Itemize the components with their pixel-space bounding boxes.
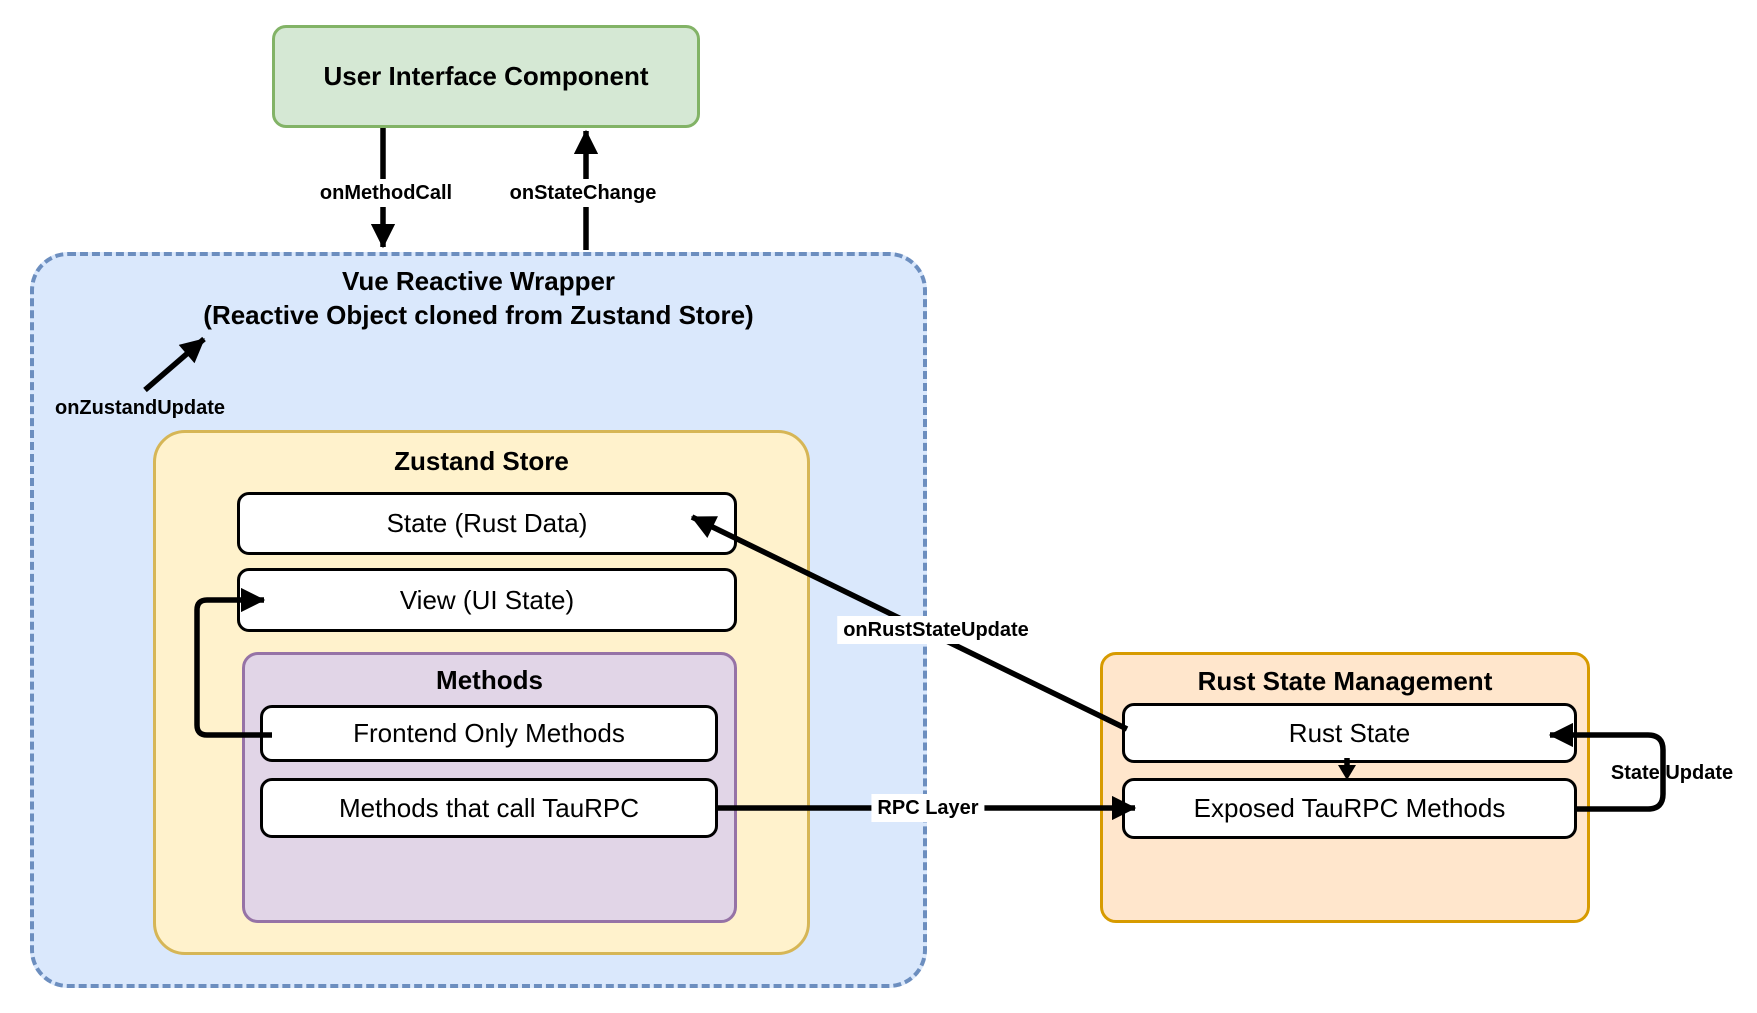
edge-label-on-zustand-update: onZustandUpdate [55, 397, 225, 419]
wrapper-title-line2: (Reactive Object cloned from Zustand Sto… [203, 300, 754, 330]
methods-title: Methods [436, 665, 543, 695]
vue-reactive-wrapper-title: Vue Reactive Wrapper (Reactive Object cl… [30, 264, 927, 332]
view-ui-state-box: View (UI State) [237, 568, 737, 632]
edge-label-on-method-call: onMethodCall [313, 179, 459, 207]
exposed-taurpc-methods-box: Exposed TauRPC Methods [1122, 778, 1577, 839]
state-rust-data-box: State (Rust Data) [237, 492, 737, 555]
rust-state-box: Rust State [1122, 703, 1577, 763]
rust-state-management-title: Rust State Management [1197, 666, 1493, 696]
edge-label-rpc-layer: RPC Layer [871, 794, 985, 822]
edge-label-on-state-change: onStateChange [503, 179, 663, 207]
edge-label-state-update: State Update [1610, 762, 1734, 784]
edge-label-on-rust-state-update: onRustStateUpdate [837, 616, 1035, 644]
user-interface-component-box: User Interface Component [272, 25, 700, 128]
frontend-only-methods-box: Frontend Only Methods [260, 705, 718, 762]
zustand-store-title: Zustand Store [394, 446, 569, 476]
methods-call-taurpc-box: Methods that call TauRPC [260, 778, 718, 838]
wrapper-title-line1: Vue Reactive Wrapper [341, 266, 616, 296]
